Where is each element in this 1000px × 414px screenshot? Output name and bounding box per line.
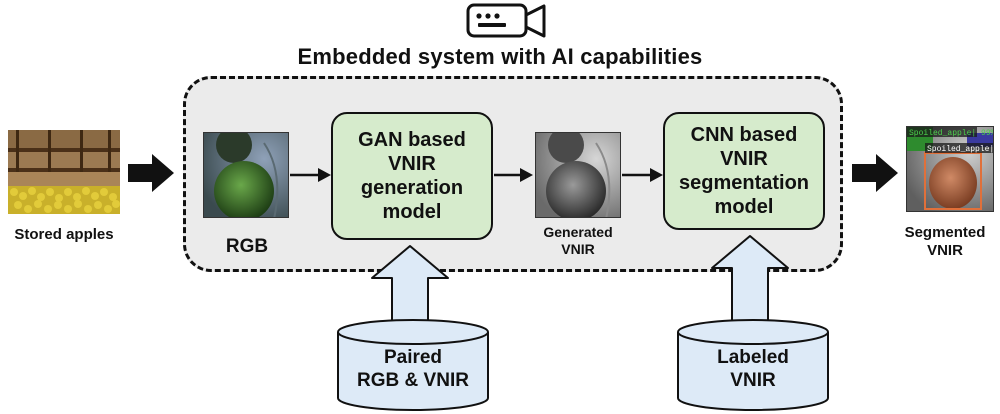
output-arrow (852, 154, 898, 192)
generated-vnir-label: Generated VNIR (543, 224, 613, 257)
cnn-model-label: CNN based VNIR segmentation model (678, 124, 810, 218)
stored-apples-image (8, 130, 120, 214)
stored-apples-label: Stored apples (14, 226, 114, 243)
arrow-rgb-to-gan (290, 168, 331, 182)
detection-label-second: Spoiled_apple| 1 (927, 145, 994, 154)
gan-model-label: GAN based VNIR generation model (358, 129, 466, 223)
generated-vnir-image (535, 132, 621, 218)
camera-icon (466, 3, 546, 38)
arrow-generated-to-cnn (622, 168, 663, 182)
segmented-vnir-image: Spoiled_apple| 99% Spoiled_apple| 1 (906, 126, 994, 212)
detection-label-top: Spoiled_apple| 99% (909, 129, 994, 138)
input-arrow (128, 154, 174, 192)
gan-model-box: GAN based VNIR generation model (331, 112, 493, 240)
paired-database-cylinder (337, 319, 489, 411)
rgb-label: RGB (225, 236, 269, 257)
segmented-vnir-label: Segmented VNIR (904, 224, 986, 259)
arrow-gan-to-generated (494, 168, 533, 182)
rgb-image (203, 132, 289, 218)
arrow-labeled-to-cnn (711, 235, 789, 329)
labeled-database-label: Labeled VNIR (717, 347, 789, 391)
paired-database-label: Paired RGB & VNIR (357, 347, 469, 391)
cnn-model-box: CNN based VNIR segmentation model (663, 112, 825, 230)
labeled-database-cylinder (677, 319, 829, 411)
diagram-title: Embedded system with AI capabilities (297, 44, 703, 69)
